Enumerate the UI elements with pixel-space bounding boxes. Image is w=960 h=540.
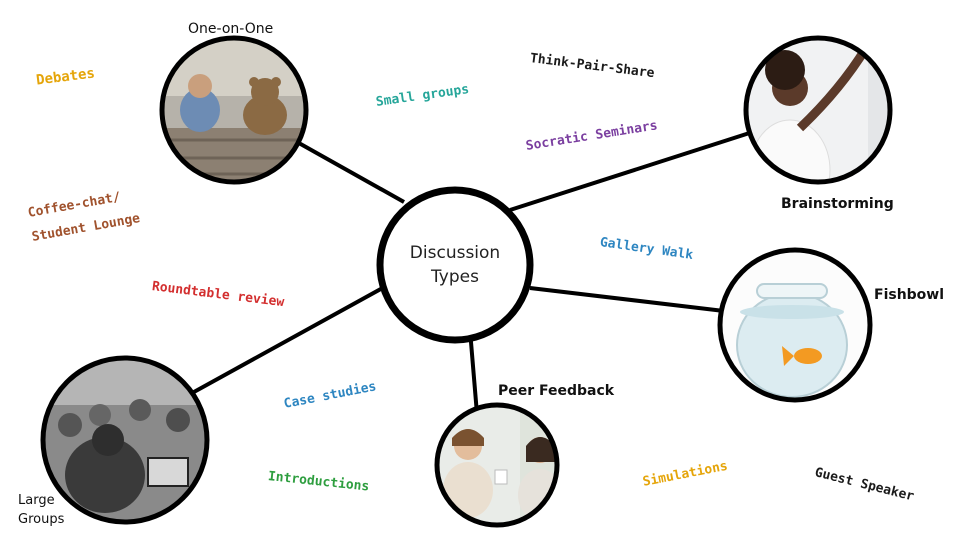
caption-large-groups-line-2: Groups (18, 511, 65, 527)
caption-large-groups-line-1: Large (18, 493, 55, 508)
fishbowl-photo (717, 247, 873, 403)
caption-one-on-one: One-on-One (188, 21, 274, 37)
center-hub (376, 186, 534, 344)
center-title: Discussion Types (395, 242, 515, 290)
caption-fishbowl: Fishbowl (874, 287, 945, 303)
large-groups-photo (40, 355, 210, 525)
center-title-line-1: Discussion (409, 243, 501, 263)
one-on-one-photo (159, 35, 309, 185)
connector-brainstorming (509, 118, 791, 212)
caption-brainstorming: Brainstorming (781, 196, 894, 212)
brainstorming-photo (743, 35, 893, 185)
peer-feedback-photo (434, 402, 560, 528)
caption-peer-feedback: Peer Feedback (498, 383, 615, 399)
caption-large-groups: Large Groups (18, 492, 64, 530)
center-title-line-2: Types (431, 266, 479, 287)
